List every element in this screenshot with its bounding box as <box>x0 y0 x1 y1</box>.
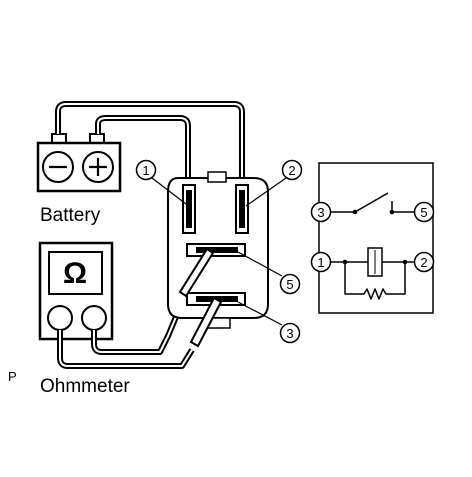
schematic-terminal-3: 3 <box>317 205 324 220</box>
callout-5-number: 5 <box>286 277 293 292</box>
probe-terminal-5 <box>178 247 215 298</box>
probe-terminal-3 <box>189 296 223 348</box>
ohmmeter-positive-jack <box>81 305 107 331</box>
battery-label: Battery <box>40 205 101 226</box>
schematic-terminal-5: 5 <box>420 205 427 220</box>
schematic-terminal-2: 2 <box>420 255 427 270</box>
corner-mark: P <box>8 369 17 384</box>
schematic-frame <box>318 162 434 314</box>
callout-terminal-5: 5 <box>237 251 301 295</box>
ohmmeter-negative-jack <box>47 305 73 331</box>
callout-terminal-1: 1 <box>135 159 187 205</box>
switch-contact <box>354 192 389 213</box>
relay-schematic: 3 5 1 2 <box>310 162 435 314</box>
callout-2-number: 2 <box>288 163 295 178</box>
callout-1-number: 1 <box>142 163 149 178</box>
ohmmeter-display <box>48 251 103 295</box>
ohmmeter: Ω <box>38 241 114 341</box>
schematic-terminal-1: 1 <box>317 255 324 270</box>
ohm-symbol: Ω <box>63 257 87 290</box>
callout-terminal-2: 2 <box>245 159 303 207</box>
battery <box>36 133 122 193</box>
callout-3-number: 3 <box>286 326 293 341</box>
callout-terminal-3: 3 <box>237 301 301 344</box>
coil-resistor <box>344 262 406 300</box>
ohmmeter-label: Ohmmeter <box>40 376 130 397</box>
